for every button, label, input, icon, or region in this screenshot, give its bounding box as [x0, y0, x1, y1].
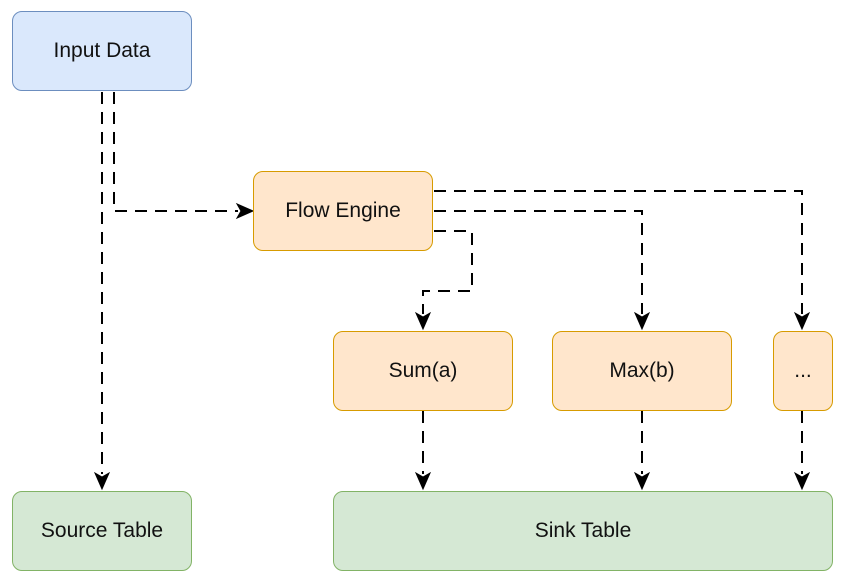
edge-flow-engine-to-max — [434, 210, 643, 314]
edge-flow-engine-to-ellipsis — [434, 190, 803, 314]
arrowhead-sink-from-sum — [414, 471, 432, 491]
sink-table-label: Sink Table — [534, 519, 632, 542]
arrowhead-max — [633, 311, 651, 331]
ellipsis-label: ... — [794, 359, 812, 382]
sink-table-node: Sink Table — [333, 491, 833, 571]
sum-a-label: Sum(a) — [388, 359, 458, 382]
input-data-label: Input Data — [53, 39, 151, 62]
sum-a-node: Sum(a) — [333, 331, 513, 411]
flow-engine-node: Flow Engine — [253, 171, 433, 251]
max-b-label: Max(b) — [609, 359, 675, 382]
edge-flow-engine-to-sum — [422, 230, 473, 314]
flow-engine-label: Flow Engine — [285, 199, 401, 222]
input-data-node: Input Data — [12, 11, 192, 91]
arrowhead-ellipsis — [793, 311, 811, 331]
arrowhead-flow-engine — [235, 202, 255, 220]
source-table-label: Source Table — [40, 519, 164, 542]
arrowhead-sum — [414, 311, 432, 331]
max-b-node: Max(b) — [552, 331, 732, 411]
arrowhead-source-table — [93, 471, 111, 491]
arrowhead-sink-from-max — [633, 471, 651, 491]
arrowhead-sink-from-ellipsis — [793, 471, 811, 491]
edge-input-to-flow-engine — [113, 92, 238, 212]
ellipsis-node: ... — [773, 331, 833, 411]
source-table-node: Source Table — [12, 491, 192, 571]
